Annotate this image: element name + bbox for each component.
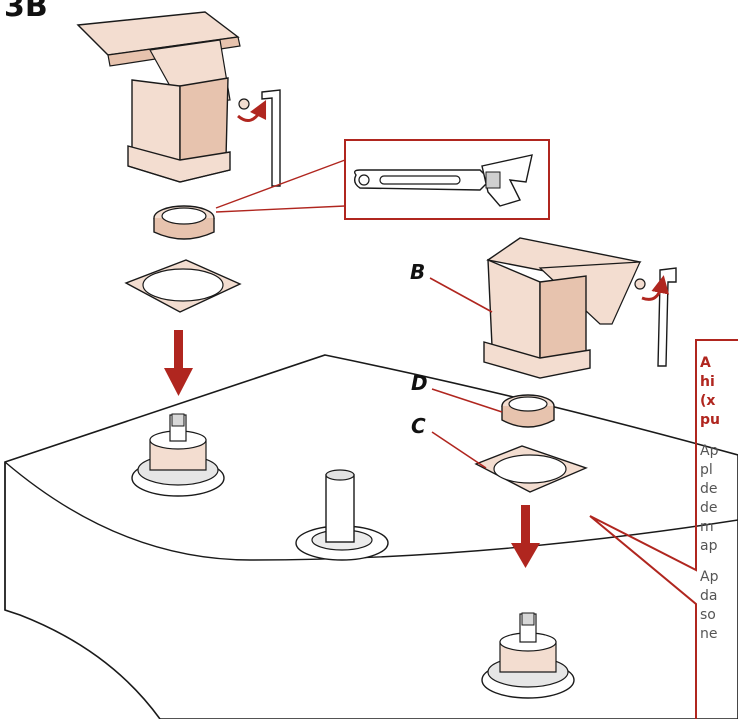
- note-line: pl: [700, 462, 713, 478]
- right-cartridge: [481, 612, 575, 699]
- note-line: da: [700, 588, 718, 604]
- allen-key-icon: [238, 89, 281, 187]
- note-line: de: [700, 481, 718, 497]
- down-arrow-icon: [164, 330, 193, 396]
- callout-label-d: D: [411, 371, 428, 395]
- callout-label-c: C: [411, 414, 426, 438]
- left-escutcheon: [124, 259, 242, 313]
- rotate-arrow-icon: [641, 275, 670, 301]
- note-heading-line: hi: [700, 374, 715, 390]
- left-handle: [76, 11, 241, 183]
- callout-label-b: B: [410, 260, 426, 284]
- allen-key-icon: [634, 267, 677, 367]
- note-paragraph-2: Ap da so ne: [700, 568, 738, 644]
- note-line: Ap: [700, 443, 719, 459]
- note-line: de: [700, 500, 718, 516]
- adjustable-wrench-icon: [353, 154, 533, 207]
- note-line: Ap: [700, 569, 719, 585]
- left-nut-ring: [153, 205, 215, 240]
- down-arrow-icon: [511, 505, 540, 568]
- note-bracket: [589, 339, 738, 719]
- note-paragraph-1: Ap pl de de m ap: [700, 442, 738, 556]
- note-line: so: [700, 607, 716, 623]
- spout-riser: [295, 469, 389, 561]
- rotate-arrow-icon: [237, 99, 267, 122]
- left-cartridge: [131, 413, 225, 497]
- right-nut-ring: [501, 394, 555, 428]
- label-leaders: [429, 277, 503, 469]
- note-heading-line: A: [700, 355, 711, 371]
- note-line: m: [700, 519, 714, 535]
- note-line: ap: [700, 538, 718, 554]
- note-heading-line: (x: [700, 393, 716, 409]
- step-label: 3B: [4, 0, 48, 24]
- right-escutcheon: [474, 445, 588, 493]
- right-handle: [483, 237, 642, 379]
- note-heading-line: pu: [700, 412, 720, 428]
- note-panel: A hi (x pu Ap pl de de m ap Ap da so ne: [700, 354, 738, 644]
- note-heading: A hi (x pu: [700, 354, 738, 430]
- note-line: ne: [700, 626, 718, 642]
